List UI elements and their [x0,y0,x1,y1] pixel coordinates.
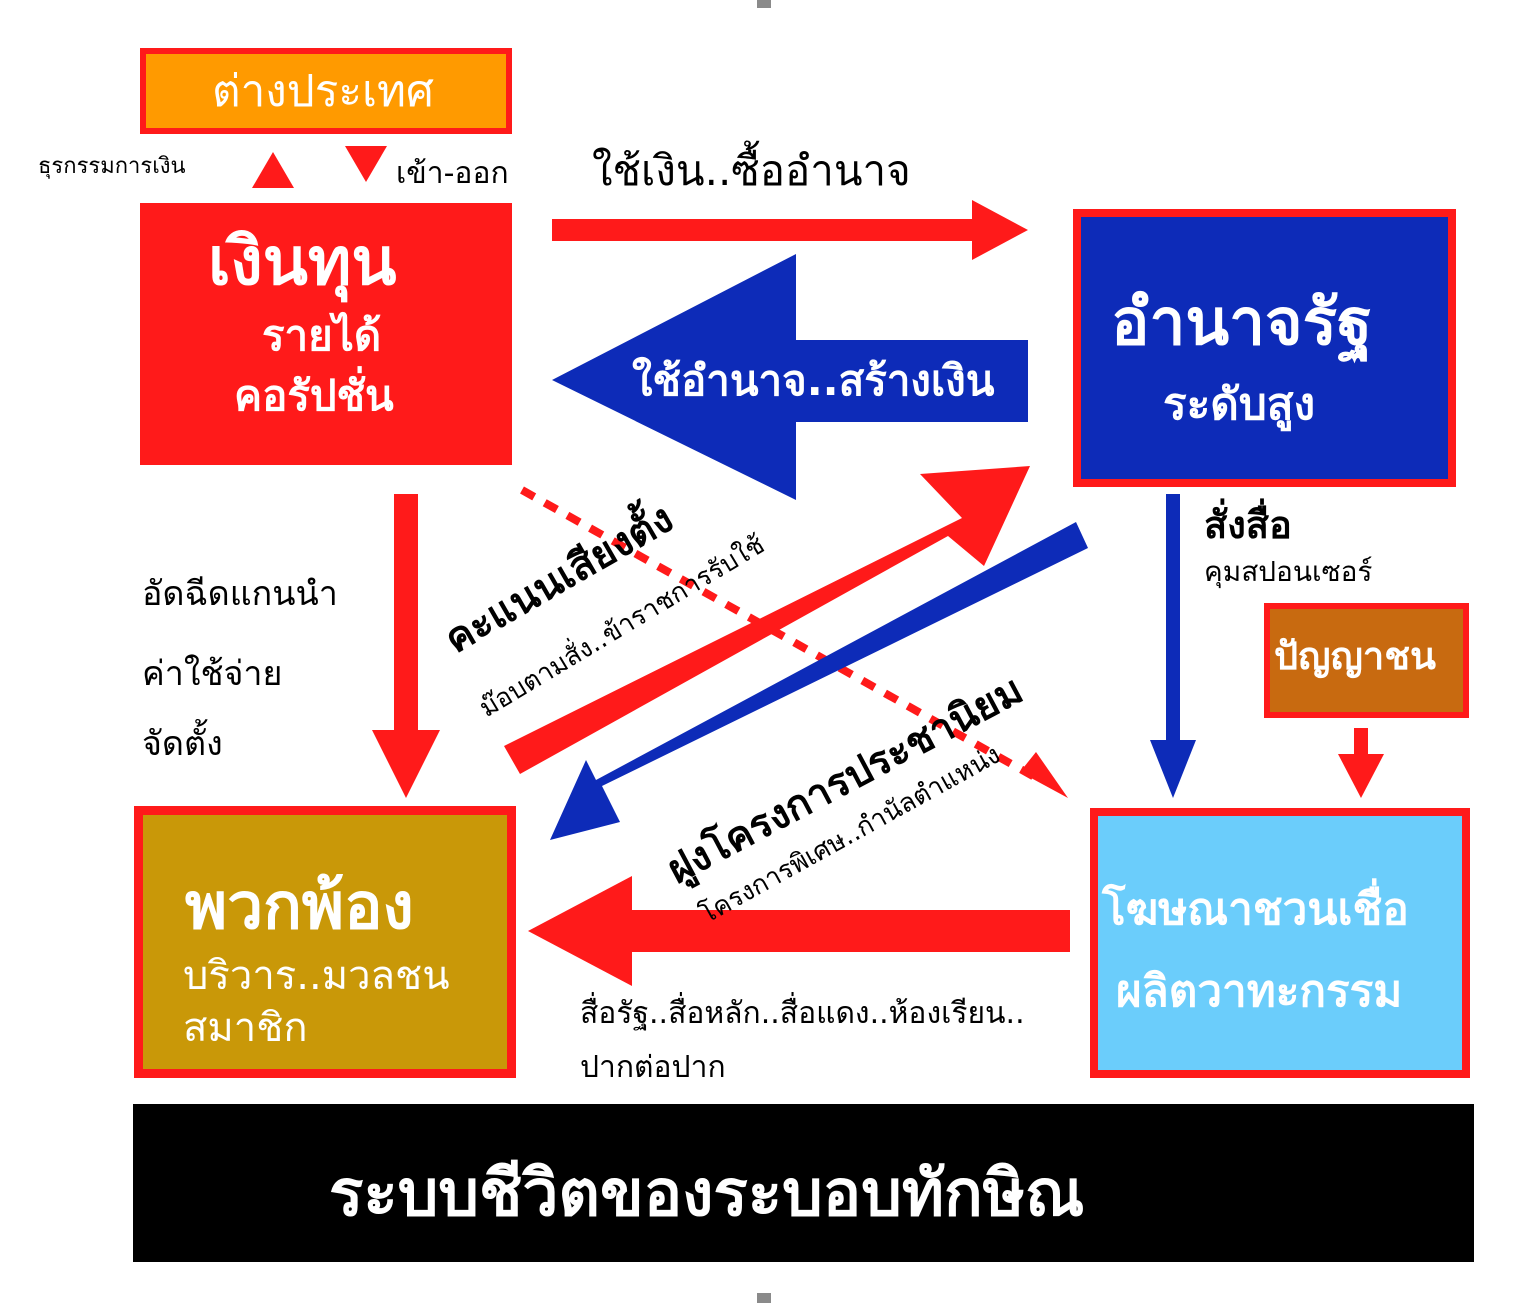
foreign-label: ต่างประเทศ [212,66,434,117]
followers-line2: สมาชิก [183,1005,308,1051]
inject-label-3: จัดตั้ง [142,724,223,764]
capital-node: เงินทุน รายได้ คอรัปชั่น [140,203,512,465]
inject-arrow-shaft [394,494,418,734]
capital-title: เงินทุน [208,223,397,300]
inject-label-1: อัดฉีดแกนนำ [142,574,338,614]
state-node: อำนาจรัฐ ระดับสูง [1073,209,1456,487]
elite-arrow-shaft [1354,728,1368,758]
media-arrow-head [528,876,632,986]
elite-arrow-head [1338,754,1384,798]
use-power-label: ใช้อำนาจ..สร้างเงิน [632,356,995,405]
sponsor-label: คุมสปอนเซอร์ [1204,555,1373,588]
state-title: อำนาจรัฐ [1111,286,1373,360]
propaganda-line2: ผลิตวาทะกรรม [1116,966,1403,1017]
state-subtitle: ระดับสูง [1163,379,1316,430]
followers-title: พวกพ้อง [185,870,414,944]
system-banner: ระบบชีวิตของระบอบทักษิณ [133,1104,1474,1262]
inject-label-2: ค่าใช้จ่าย [142,654,283,694]
finance-label: ธุรกรรมการเงิน [38,154,186,179]
populism-arrow [550,522,1088,840]
followers-node: พวกพ้อง บริวาร..มวลชน สมาชิก [134,806,516,1078]
top-mark [757,0,771,8]
media-arrow-shaft [620,910,1070,952]
foreign-node: ต่างประเทศ [140,48,512,134]
dotted-connector [520,486,1042,784]
elite-label: ปัญญาชน [1274,634,1436,678]
media-label-1: สื่อรัฐ..สื่อหลัก..สื่อแดง..ห้องเรียน.. [580,996,1025,1031]
in-out-down-arrow [345,146,387,182]
finance-up-arrow [252,152,294,188]
buy-power-label: ใช้เงิน..ซื้ออำนาจ [592,146,911,195]
buy-power-arrow-head [972,200,1028,260]
buy-power-arrow-shaft [552,219,982,241]
use-power-arrow [552,254,1028,500]
bottom-mark [757,1293,771,1303]
in-out-label: เข้า-ออก [396,156,509,191]
followers-line1: บริวาร..มวลชน [183,953,450,999]
order-media-arrow-shaft [1166,494,1180,744]
elite-node: ปัญญาชน [1264,603,1469,718]
media-label-2: ปากต่อปาก [580,1050,726,1085]
propaganda-line1: โฆษณาชวนเชื่อ [1102,884,1409,935]
inject-arrow-head [372,730,440,798]
capital-line1: รายได้ [262,311,382,360]
capital-line2: คอรัปชั่น [234,371,394,420]
propaganda-node: โฆษณาชวนเชื่อ ผลิตวาทะกรรม [1090,808,1470,1078]
system-label: ระบบชีวิตของระบอบทักษิณ [329,1157,1085,1231]
votes-arrow [504,466,1030,774]
order-media-label: สั่งสื่อ [1204,503,1292,547]
dotted-connector-head [1020,752,1068,798]
order-media-arrow-head [1150,740,1196,798]
